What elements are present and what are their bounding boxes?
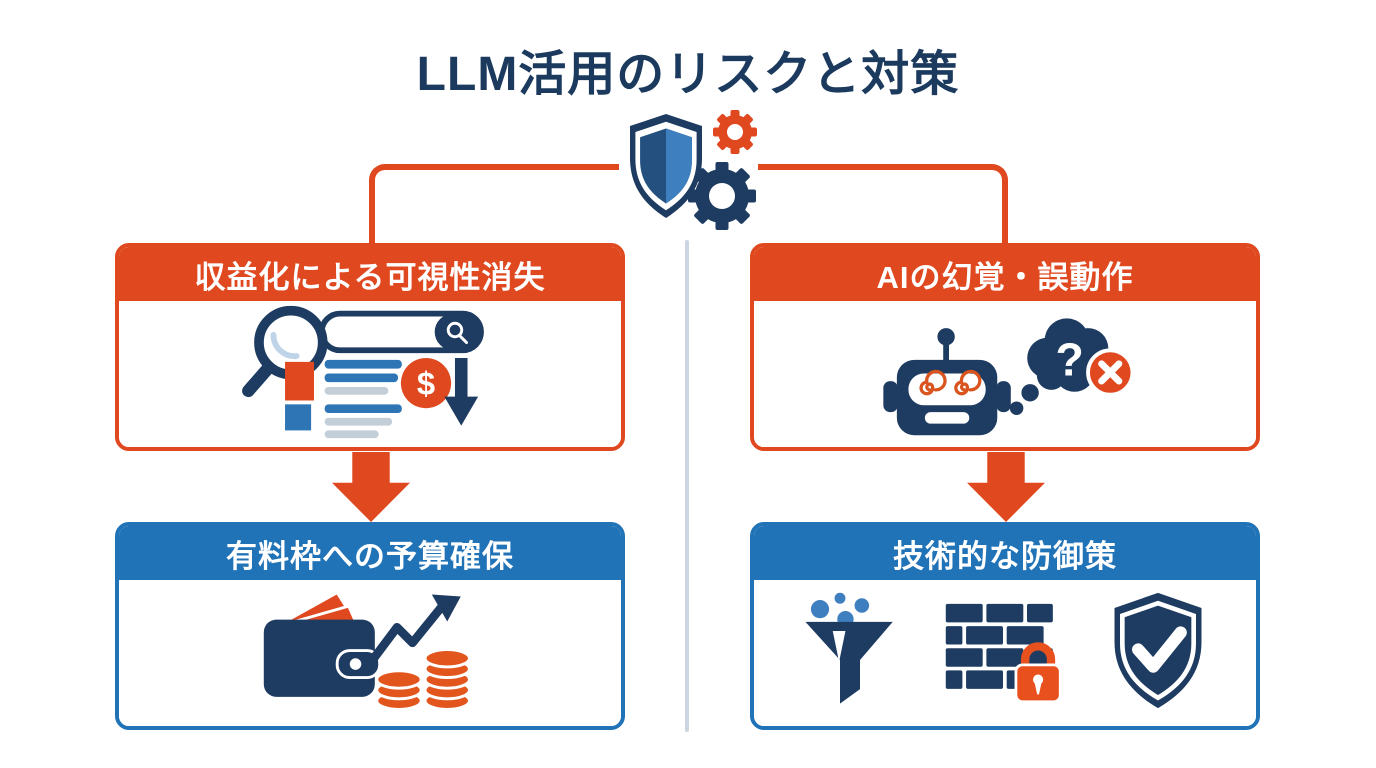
search-visibility-loss-icon: $ (230, 302, 510, 447)
box-header: 技術的な防御策 (754, 526, 1256, 580)
box-body: $ (119, 301, 621, 447)
box-body (754, 580, 1256, 726)
shield-gears-icon (608, 106, 772, 238)
column-divider (685, 240, 689, 732)
svg-text:$: $ (417, 364, 435, 401)
shield-check-icon (1106, 589, 1210, 717)
box-risk-visibility-loss: 収益化による可視性消失 (115, 243, 625, 451)
box-header: 収益化による可視性消失 (119, 247, 621, 301)
box-body (119, 580, 621, 726)
connector-line-left (369, 164, 619, 244)
box-risk-ai-hallucination: AIの幻覚・誤動作 (750, 243, 1260, 451)
box-body: ? (754, 301, 1256, 447)
wallet-growth-icon (240, 581, 500, 726)
box-measure-budget: 有料枠への予算確保 (115, 522, 625, 730)
down-arrow-right (967, 452, 1045, 522)
svg-text:?: ? (1056, 333, 1084, 385)
defense-icons-row (800, 589, 1210, 717)
box-header: 有料枠への予算確保 (119, 526, 621, 580)
funnel-filter-icon (800, 589, 900, 717)
down-arrow-left (332, 452, 410, 522)
box-header: AIの幻覚・誤動作 (754, 247, 1256, 301)
box-measure-technical-defense: 技術的な防御策 (750, 522, 1260, 730)
connector-line-right (758, 164, 1008, 244)
robot-hallucination-icon: ? (865, 302, 1145, 447)
page-title: LLM活用のリスクと対策 (416, 48, 960, 101)
firewall-lock-icon (942, 591, 1064, 716)
